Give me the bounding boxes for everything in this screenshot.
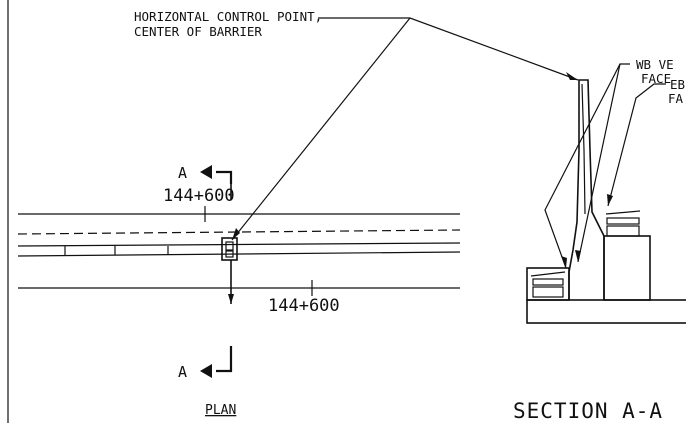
- section-title: SECTION A-A: [513, 399, 663, 423]
- callout-control-point-line1: HORIZONTAL CONTROL POINT,: [134, 9, 322, 24]
- plan-view: [17, 165, 461, 378]
- section-view: [526, 79, 686, 324]
- leader-wb-face: [544, 63, 630, 269]
- plan-title: PLAN: [205, 403, 236, 418]
- callout-wb-line1: WB VE: [636, 57, 674, 72]
- callout-control-point-line2: CENTER OF BARRIER: [134, 24, 262, 39]
- section-letter-top: A: [178, 164, 187, 182]
- leader-eb-face: [607, 83, 666, 207]
- callout-eb-line2: FA: [668, 91, 684, 106]
- callout-eb-line1: EB: [670, 77, 685, 92]
- leader-control-point: [231, 17, 579, 241]
- station-label-lower: 144+600: [268, 296, 340, 316]
- station-label-upper: 144+600: [163, 186, 235, 206]
- section-letter-bottom: A: [178, 363, 187, 381]
- callout-wb-line2: FACE: [641, 71, 671, 86]
